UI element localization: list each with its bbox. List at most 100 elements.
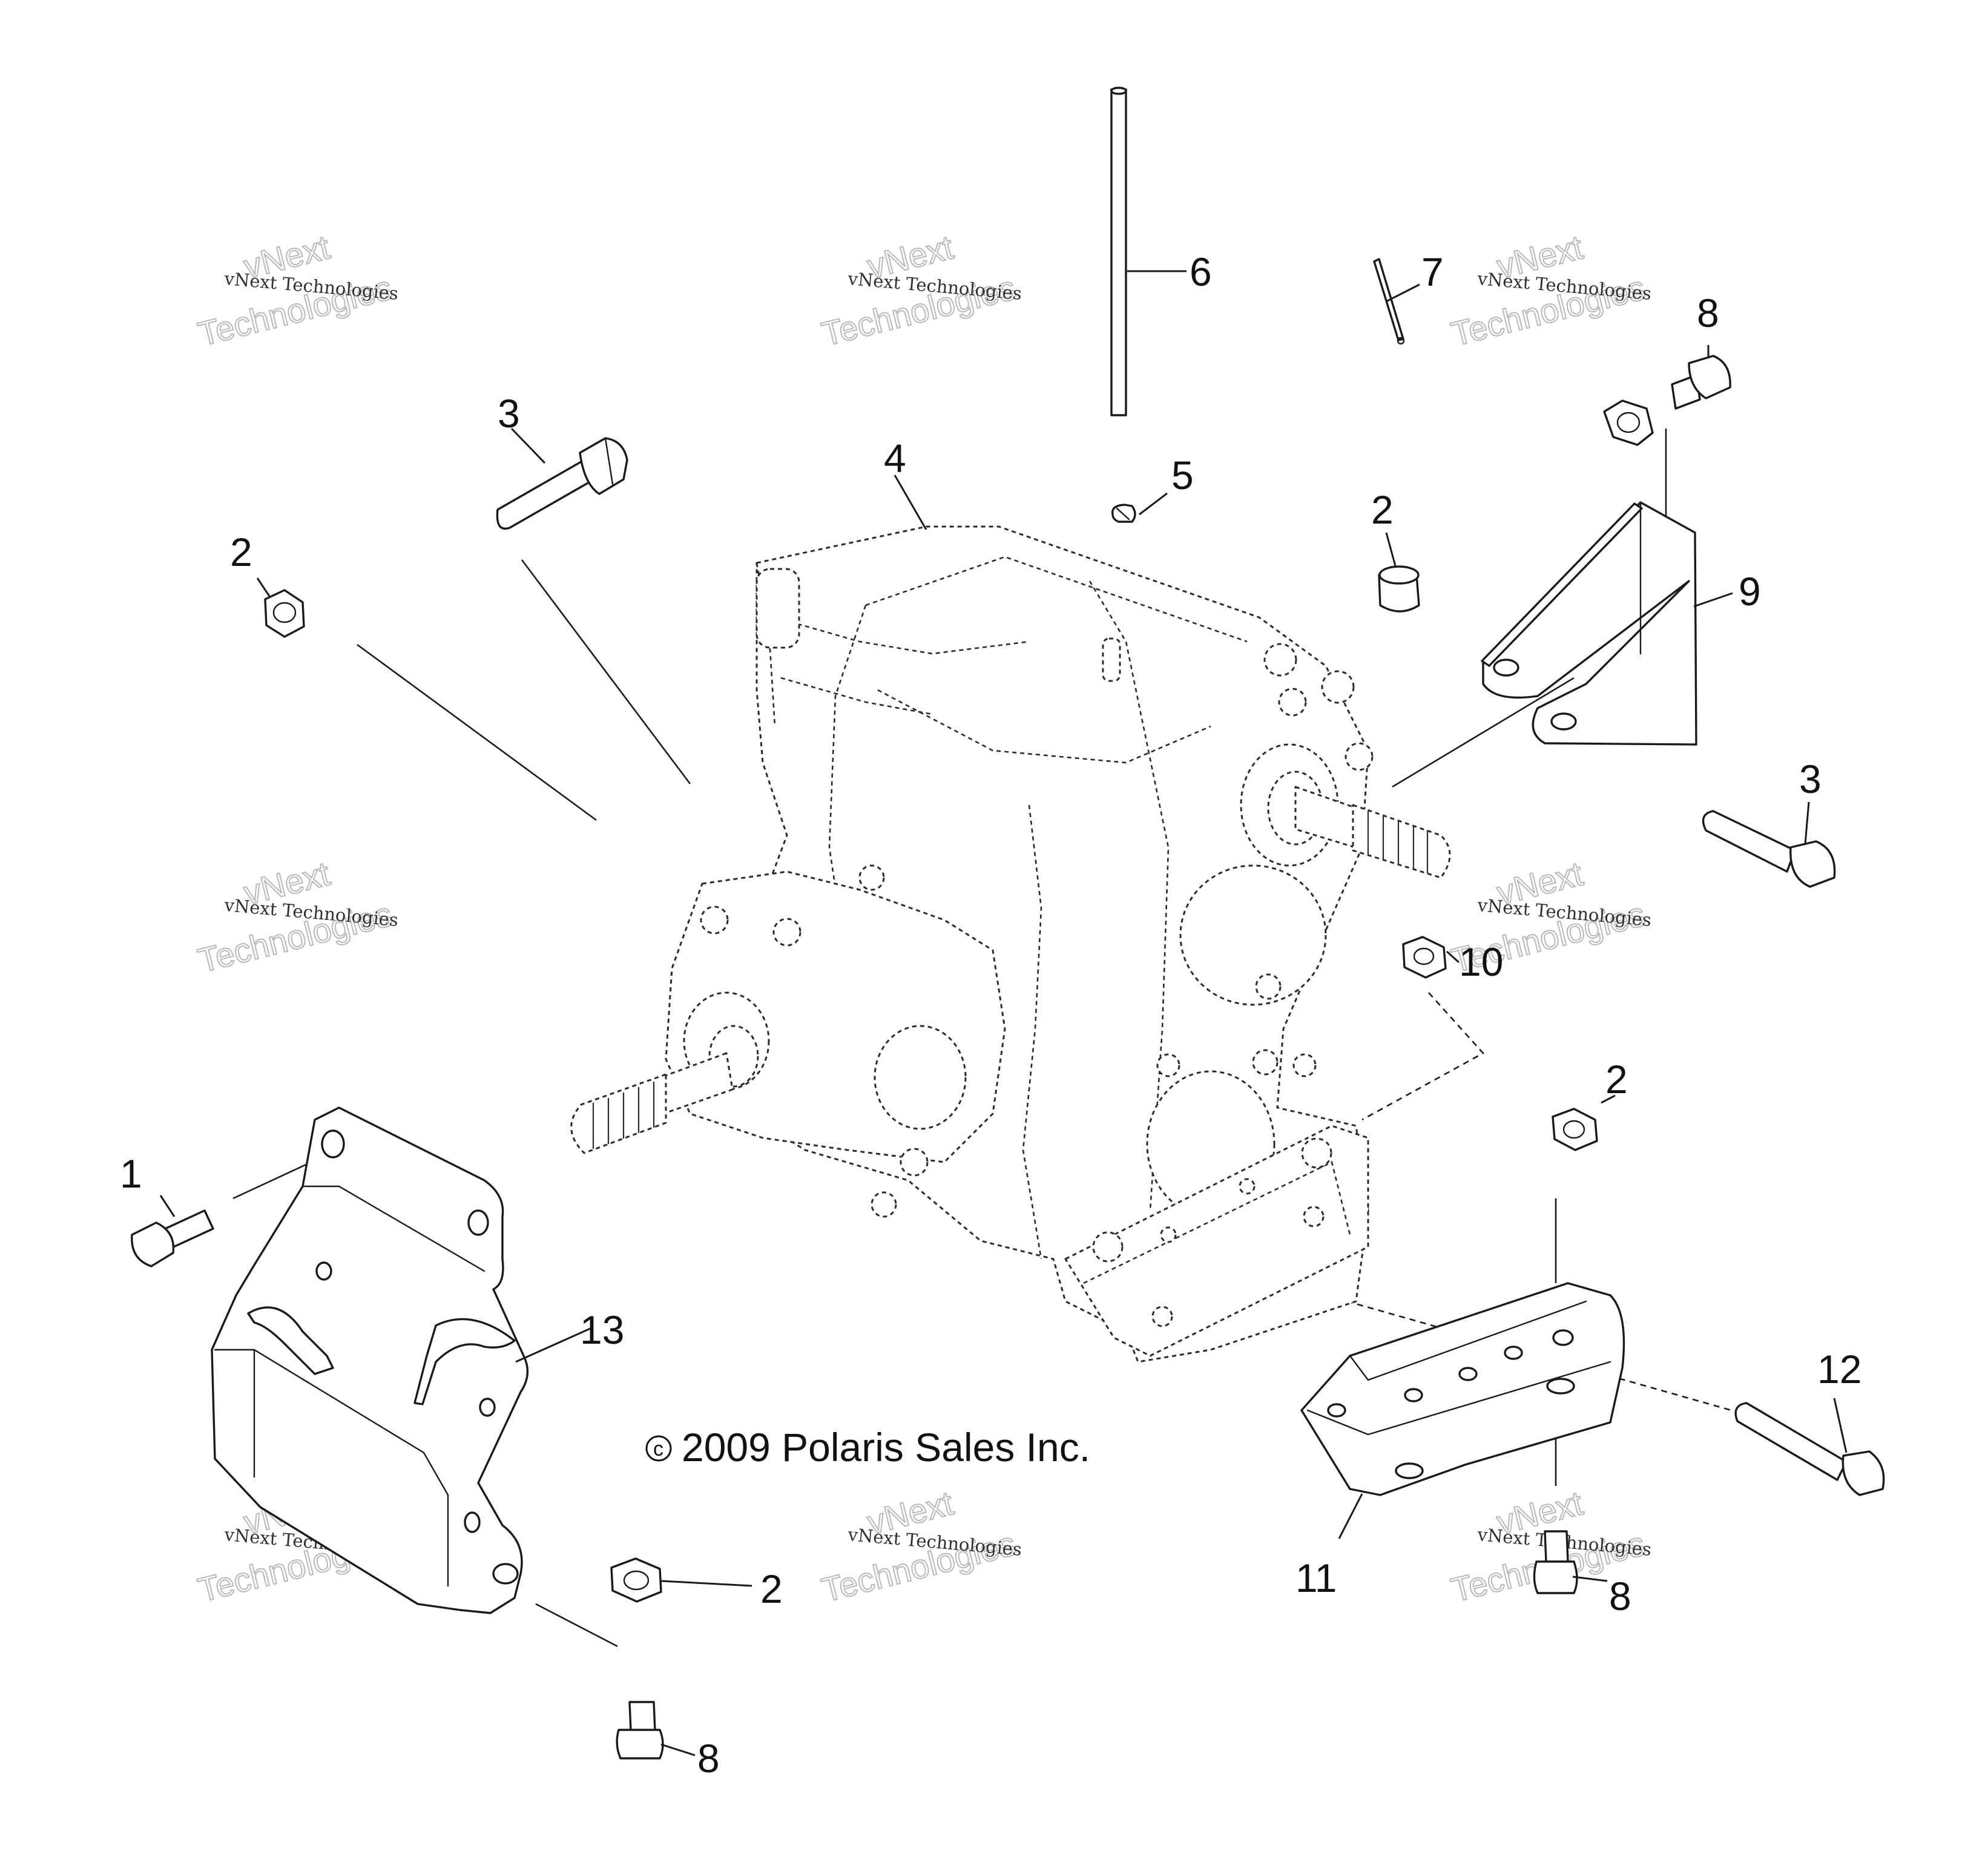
callout-8-top-right: 8 [1697, 291, 1719, 335]
guide-line-bracket-9 [1392, 677, 1575, 788]
callout-2-right: 2 [1605, 1057, 1628, 1102]
case-end-cap [755, 568, 800, 649]
part-2-nut-top-left [264, 589, 305, 638]
callout-8-right: 8 [1609, 1574, 1631, 1618]
bracket-hole-3 [1458, 1367, 1478, 1381]
part-3-bolt-left [496, 437, 628, 530]
part-2-nut-right [1552, 1108, 1598, 1151]
cover-bolt-4 [1156, 1053, 1180, 1077]
case-boss-1 [1263, 643, 1297, 677]
part-5-clip [1111, 504, 1136, 523]
clip-body [1111, 504, 1136, 523]
nut-bore [1616, 412, 1641, 433]
pin-head [1397, 337, 1405, 345]
part-8-bolt-top-right [1671, 355, 1731, 410]
part-8-nut-top-right [1603, 399, 1654, 446]
mount-hole-6 [1303, 1206, 1325, 1227]
bracket-hole-1 [1493, 659, 1519, 677]
callout-numbers: 6 7 8 3 4 5 2 2 9 3 10 2 1 13 12 11 2 8 … [120, 249, 1861, 1781]
part-6-rod [1110, 87, 1127, 416]
case-boss-2 [1321, 670, 1355, 704]
right-spline-ridges [1367, 811, 1429, 873]
part-2-nut-upper-right [1378, 565, 1420, 613]
part-2-nut-bottom [610, 1557, 662, 1603]
part-8-bolt-bottom [616, 1701, 664, 1760]
front-boss-5 [871, 1191, 897, 1218]
bolt-head [1688, 355, 1731, 399]
case-top-ridge [865, 556, 1248, 643]
part-3-bolt-right [1702, 810, 1836, 888]
bracket-hole-5 [1552, 1329, 1574, 1346]
callout-3-right: 3 [1799, 757, 1822, 801]
callout-10: 10 [1459, 939, 1503, 984]
mount-plate-edge [1083, 1161, 1351, 1284]
guide-line-nut-2 [357, 643, 597, 821]
bracket-body [1300, 1282, 1625, 1496]
bracket-fold [1306, 1361, 1611, 1436]
bracket-clip [413, 1318, 516, 1405]
case-mid-rib [877, 689, 1211, 764]
transmission-mount-plate [1064, 1125, 1369, 1357]
upper-gear-cover [1179, 864, 1327, 1006]
copyright-circle [645, 1435, 672, 1462]
guide-line-bolt-3 [521, 559, 691, 784]
nut-bore [272, 602, 297, 623]
guide-line-washer-10 [1361, 992, 1485, 1121]
bracket-fold-lower [214, 1349, 449, 1587]
case-rib-left [780, 677, 933, 715]
bracket-hole-5 [464, 1511, 481, 1533]
front-boss-2 [772, 918, 801, 947]
bracket-upper-edge [1349, 1300, 1587, 1381]
watermark-top-center: vNext Technologies vNext Technologies [817, 227, 1022, 353]
nut-bore [1562, 1120, 1585, 1139]
case-boss-3 [1278, 688, 1307, 717]
part-13-bracket [211, 1106, 529, 1614]
copyright-symbol: c [653, 1438, 663, 1461]
rod-top-end [1110, 87, 1127, 95]
mount-hole-2 [1160, 1226, 1177, 1243]
bolt-head-facet [604, 437, 614, 485]
nut-body [1378, 574, 1420, 613]
callout-4: 4 [884, 436, 906, 481]
assembly-guide-lines [232, 429, 1732, 1648]
right-output-spline [1352, 804, 1451, 879]
callout-13: 13 [580, 1307, 624, 1352]
bracket-tab [247, 1306, 334, 1375]
nut-body [1552, 1108, 1598, 1151]
callout-8-bottom: 8 [697, 1736, 720, 1781]
transmission-assembly [570, 525, 1451, 1363]
part-8-bolt-right [1533, 1530, 1578, 1594]
bolt-shank [628, 1701, 656, 1732]
bracket-hole-4 [1504, 1346, 1523, 1360]
callout-12: 12 [1817, 1347, 1861, 1392]
bolt-head [579, 437, 628, 495]
front-output-spline [570, 1073, 667, 1154]
bolt-shank [1734, 1402, 1848, 1481]
part-12-bolt [1734, 1402, 1885, 1496]
nut-bore [1413, 947, 1435, 965]
bolt-head [131, 1221, 175, 1267]
front-boss-3 [858, 864, 885, 891]
part-11-bracket [1300, 1282, 1625, 1496]
nut-top [1378, 565, 1420, 585]
callout-9: 9 [1739, 569, 1761, 614]
bracket-hole-2 [1404, 1388, 1423, 1402]
mount-hole-3 [1239, 1178, 1256, 1195]
case-side-seam [1088, 580, 1170, 1211]
bracket-hole-3 [315, 1261, 332, 1281]
front-spline-ridges [592, 1082, 655, 1149]
bolt-head [1789, 840, 1836, 888]
bolt-shank [496, 459, 597, 530]
callout-7: 7 [1421, 249, 1444, 294]
bracket-slot-1 [1395, 1462, 1424, 1479]
bolt-shank [1544, 1530, 1569, 1563]
nut-bore [623, 1570, 650, 1591]
callout-3-top-left: 3 [498, 391, 520, 436]
watermark-bottom-center: vNext Technologies vNext Technologies [817, 1483, 1022, 1609]
bracket-hole-2 [467, 1209, 489, 1236]
callout-2-top-right: 2 [1371, 487, 1394, 532]
front-boss-1 [700, 905, 729, 935]
nut-body [1402, 936, 1447, 979]
nut-body [1603, 399, 1654, 446]
bolt-head [1842, 1450, 1885, 1496]
